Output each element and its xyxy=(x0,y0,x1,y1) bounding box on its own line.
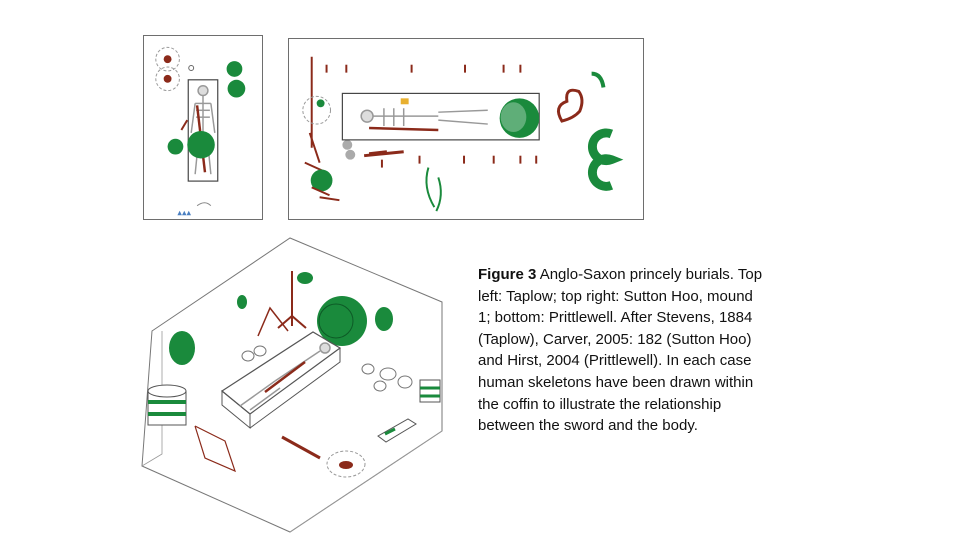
bronze-bowl xyxy=(163,55,172,64)
iron-fitting xyxy=(311,186,340,202)
green-vessel xyxy=(237,295,247,309)
skeleton xyxy=(190,84,216,175)
taplow-plan-drawing: ▲▲▲ xyxy=(155,46,246,217)
green-vessel xyxy=(167,138,184,155)
skeleton xyxy=(360,108,488,127)
bronze-bowl xyxy=(163,74,172,83)
sutton-hoo-plan-drawing xyxy=(302,56,624,212)
taplow-plan-figure: ▲▲▲ xyxy=(143,35,263,220)
silver-cup xyxy=(241,350,255,362)
chamber-edge xyxy=(289,430,443,533)
small-object xyxy=(196,202,212,207)
figure-caption: Figure 3 Anglo-Saxon princely burials. T… xyxy=(478,264,763,437)
green-vessel xyxy=(297,272,313,284)
cauldron xyxy=(587,128,624,191)
iron-object xyxy=(281,435,321,460)
prittlewell-isometric-drawing xyxy=(141,237,443,533)
coffin-outline xyxy=(187,79,219,182)
iron-fitting xyxy=(180,119,189,131)
wooden-bucket xyxy=(419,379,441,403)
small-object xyxy=(188,65,195,71)
horn-object xyxy=(377,418,417,443)
silver-cup xyxy=(253,345,267,357)
rivet-row xyxy=(325,64,538,168)
iron-object xyxy=(363,150,404,158)
drinking-horn xyxy=(591,71,606,88)
green-vessel xyxy=(310,169,333,192)
coffin-outline xyxy=(341,92,540,141)
wooden-bucket xyxy=(147,384,187,426)
chain-mail xyxy=(556,88,584,123)
lyre-frame xyxy=(194,425,236,473)
figure-caption-text: Anglo-Saxon princely burials. Top left: … xyxy=(478,266,763,435)
dashed-ring xyxy=(302,95,331,125)
prittlewell-isometric-figure xyxy=(140,236,445,536)
dashed-ring xyxy=(155,46,180,72)
silver-bowl xyxy=(342,139,353,150)
green-vessel xyxy=(226,61,243,77)
shield-boss xyxy=(187,130,215,159)
green-fitting xyxy=(425,167,442,212)
shield-boss xyxy=(500,102,527,132)
skeleton xyxy=(239,342,331,411)
green-vessel xyxy=(375,307,393,331)
silver-bowl xyxy=(345,149,356,160)
coffin-side xyxy=(249,348,341,429)
bronze-bowl xyxy=(339,461,353,469)
green-vessel xyxy=(169,331,195,365)
sutton-hoo-plan-figure xyxy=(288,38,644,220)
chamber-edge xyxy=(141,331,163,467)
shield-boss xyxy=(318,303,354,339)
sword xyxy=(264,361,306,393)
dashed-ring xyxy=(326,450,366,478)
green-vessel xyxy=(316,99,325,108)
green-vessel xyxy=(227,79,246,98)
iron-standard xyxy=(304,132,327,174)
folding-stool-frame xyxy=(257,306,289,337)
sword xyxy=(369,126,439,132)
vessel-cluster xyxy=(361,363,413,392)
scale-bar-marks: ▲▲▲ xyxy=(177,211,191,217)
gold-object xyxy=(400,98,409,105)
figure-label: Figure 3 xyxy=(478,266,537,283)
horn-fitting xyxy=(384,427,396,436)
